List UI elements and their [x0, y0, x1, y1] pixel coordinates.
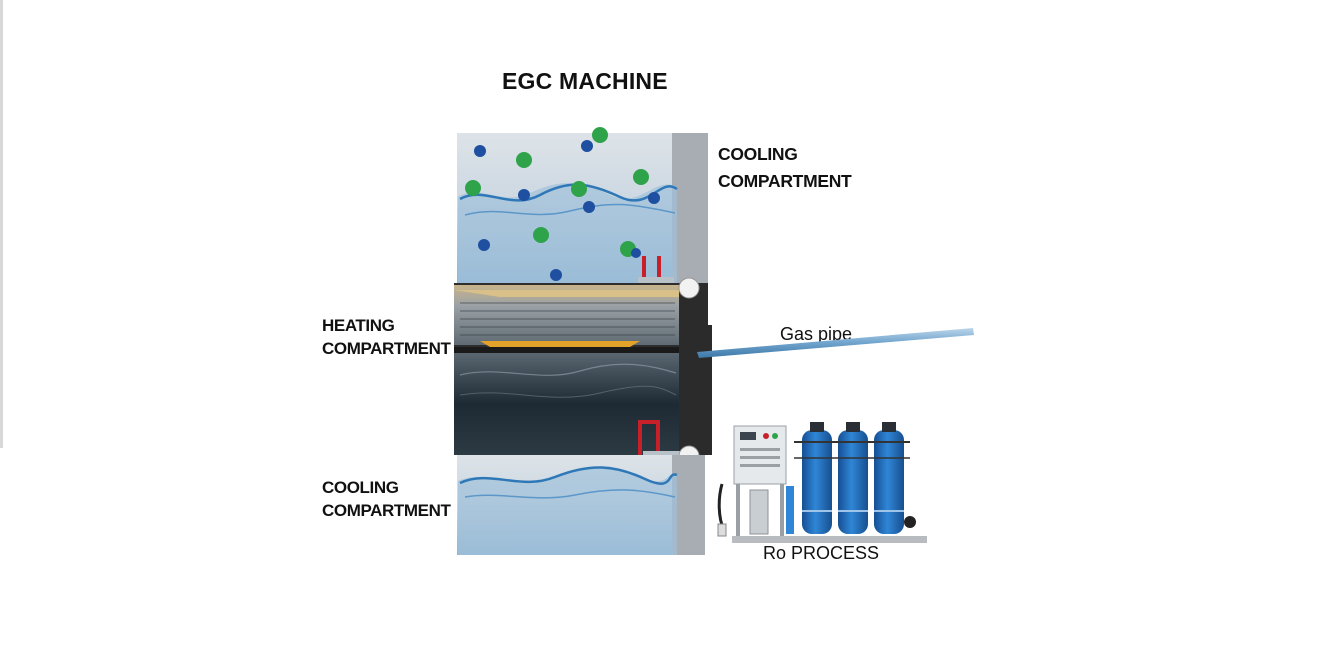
heating-line2: COMPARTMENT — [322, 339, 451, 358]
gas-pipe-icon — [697, 328, 974, 358]
cooling-bottom-line1: COOLING — [322, 478, 399, 497]
diagram-title: EGC MACHINE — [502, 68, 668, 94]
heating-line1: HEATING — [322, 316, 395, 335]
left-edge-line — [0, 0, 3, 448]
ro-process-label: Ro PROCESS — [763, 543, 880, 563]
cooling-top-line1: COOLING — [718, 144, 798, 164]
cooling-compartment-top — [457, 127, 708, 299]
water-wave-icon — [459, 466, 678, 485]
ro-filter-tank-icon — [838, 422, 868, 534]
cooling-compartment-bottom — [457, 455, 705, 555]
egc-machine — [454, 127, 712, 555]
cooling-bottom-line2: COMPARTMENT — [322, 501, 451, 520]
cooling-top-line2: COMPARTMENT — [718, 171, 852, 191]
heating-compartment — [454, 277, 708, 353]
particles — [465, 127, 660, 281]
ro-filter-tank-icon — [874, 422, 904, 534]
gas-pipe-label: Gas pipe — [780, 324, 853, 344]
cooling-bottom-label: COOLING COMPARTMENT — [322, 476, 451, 522]
cooling-top-label: COOLING COMPARTMENT — [718, 141, 852, 195]
heating-label: HEATING COMPARTMENT — [322, 314, 451, 360]
ro-process-unit — [717, 422, 927, 543]
ro-filter-tank-icon — [802, 422, 832, 534]
